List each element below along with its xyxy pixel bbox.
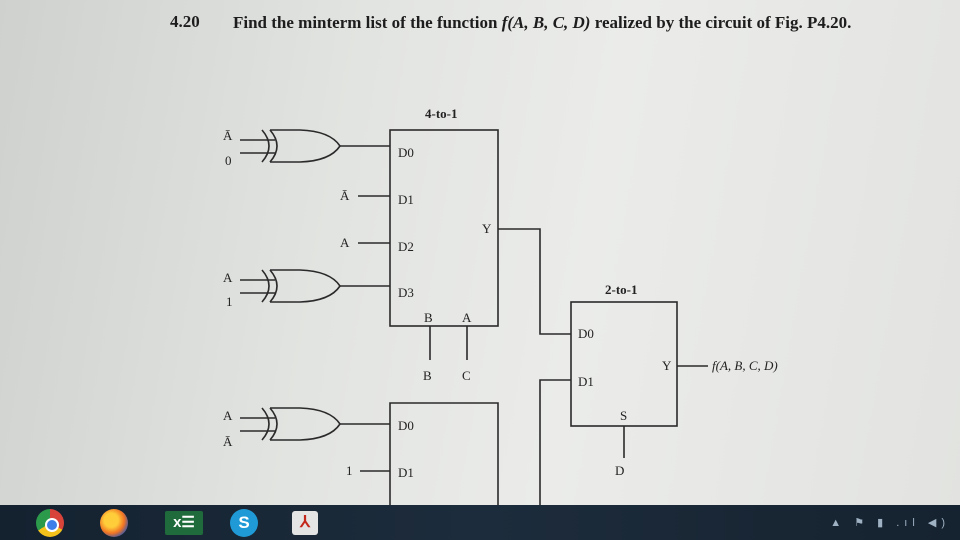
mux-top-d3: D3 [398, 285, 414, 300]
chrome-icon[interactable] [36, 509, 64, 537]
mux-top-d2: D2 [398, 239, 414, 254]
mux-top-title: 4-to-1 [425, 106, 458, 121]
function-expression: f(A, B, C, D) [501, 13, 591, 32]
firefox-icon[interactable] [100, 509, 128, 537]
mux-top-sel-b: B [424, 310, 433, 325]
taskbar: x☰ S ⅄ ▲ ⚑ ▮ .ıl ◀) [0, 505, 960, 540]
statement-text-1: Find the minterm list of the function [233, 13, 502, 32]
wire-bottom-y [539, 379, 571, 505]
mux-right-s: S [620, 408, 627, 423]
xor1-input-b: 0 [225, 153, 232, 168]
mux-top-y: Y [482, 221, 492, 236]
statement-text-2: realized by the circuit of Fig. P4.20. [590, 13, 852, 32]
problem-statement: Find the minterm list of the function f(… [233, 12, 873, 34]
mux-top-d1-value: Ā [340, 188, 350, 203]
mux-right-y: Y [662, 358, 672, 373]
xor3-input-b: Ā [223, 434, 233, 449]
mux-right-d1: D1 [578, 374, 594, 389]
output-label: f(A, B, C, D) [712, 358, 778, 373]
mux-right-d0: D0 [578, 326, 594, 341]
excel-icon[interactable]: x☰ [165, 511, 203, 535]
skype-icon[interactable]: S [230, 509, 258, 537]
circuit-diagram: 4-to-1 2-to-1 Ā 0 A 1 A Ā D0 D1 D2 D3 Ā … [223, 106, 778, 505]
xor3-input-a: A [223, 408, 233, 423]
mux-top-d2-value: A [340, 235, 350, 250]
xor-gate-1 [240, 129, 390, 163]
xor-gate-2 [240, 269, 390, 303]
mux-top-sel-a: A [462, 310, 472, 325]
xor1-input-a: Ā [223, 128, 233, 143]
select-signal-d: D [615, 463, 624, 478]
mux-bottom-box [389, 402, 499, 505]
acrobat-icon[interactable]: ⅄ [292, 511, 318, 535]
mux-top-d0: D0 [398, 145, 414, 160]
xor2-input-a: A [223, 270, 233, 285]
mux-top-d1: D1 [398, 192, 414, 207]
mux-right-title: 2-to-1 [605, 282, 638, 297]
select-signal-c: C [462, 368, 471, 383]
xor-gate-3 [240, 407, 390, 441]
system-tray[interactable]: ▲ ⚑ ▮ .ıl ◀) [830, 517, 950, 529]
problem-number: 4.20 [170, 12, 200, 31]
mux-bottom-d1: D1 [398, 465, 414, 480]
xor2-input-b: 1 [226, 294, 233, 309]
mux-bottom-d0: D0 [398, 418, 414, 433]
mux-4to1-box [389, 129, 499, 327]
select-signal-b: B [423, 368, 432, 383]
mux-bottom-d1-value: 1 [346, 463, 353, 478]
wire-mux-y [498, 228, 571, 335]
